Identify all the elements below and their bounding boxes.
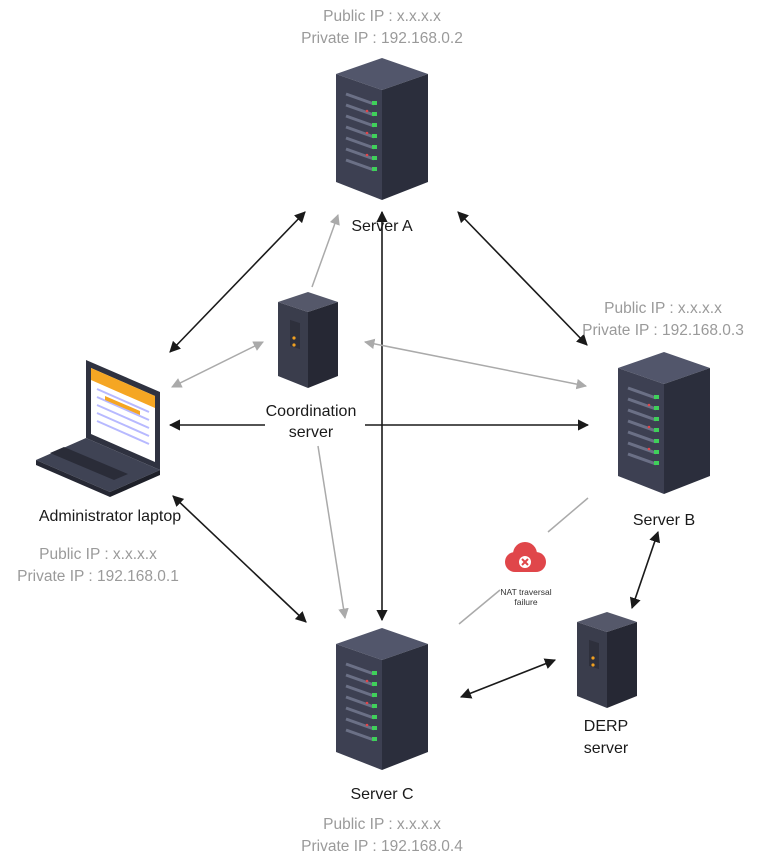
derp-server-icon (577, 612, 637, 708)
coordination-server-label-line1: Coordination (265, 403, 357, 420)
server-c-label: Server C (350, 786, 414, 803)
coord-link-laptop (171, 341, 264, 388)
direct-links (168, 210, 661, 699)
nat-failure-label-line1: NAT traversal (500, 587, 552, 597)
server-b-icon (618, 352, 710, 494)
coordination-server-label-line2: server (288, 424, 334, 441)
server-a-label: Server A (351, 218, 413, 235)
link-server-a-server-b (457, 211, 588, 346)
laptop-public-ip: Public IP : x.x.x.x (39, 546, 157, 563)
link-server-c-derp (459, 658, 557, 699)
coordination-server-icon (278, 292, 338, 388)
laptop-label: Administrator laptop (38, 508, 182, 525)
server-c-private-ip: Private IP : 192.168.0.4 (301, 838, 463, 855)
failed-link-server-b-c-lower (458, 589, 501, 625)
link-laptop-server-a (169, 211, 306, 353)
server-b-public-ip: Public IP : x.x.x.x (604, 300, 722, 317)
derp-server-label-line1: DERP (583, 718, 629, 735)
laptop-private-ip: Private IP : 192.168.0.1 (17, 568, 179, 585)
server-b-private-ip: Private IP : 192.168.0.3 (582, 322, 744, 339)
coord-link-server-a (311, 214, 340, 288)
server-c-public-ip: Public IP : x.x.x.x (323, 816, 441, 833)
nat-failure-label-line2: failure (514, 597, 538, 607)
coord-link-server-c (317, 445, 349, 620)
failed-link-server-b-c-upper (547, 497, 589, 533)
derp-server-label-line2: server (583, 740, 629, 757)
link-laptop-server-c (172, 495, 307, 623)
laptop-icon (36, 360, 160, 497)
server-a-icon (336, 58, 428, 200)
server-a-private-ip: Private IP : 192.168.0.2 (301, 30, 463, 47)
server-c-icon (336, 628, 428, 770)
coord-link-server-b (363, 338, 588, 390)
coordination-links (171, 214, 589, 625)
link-server-b-derp (629, 530, 661, 610)
cloud-error-icon (505, 542, 546, 572)
server-a-public-ip: Public IP : x.x.x.x (323, 8, 441, 25)
server-b-label: Server B (632, 512, 696, 529)
